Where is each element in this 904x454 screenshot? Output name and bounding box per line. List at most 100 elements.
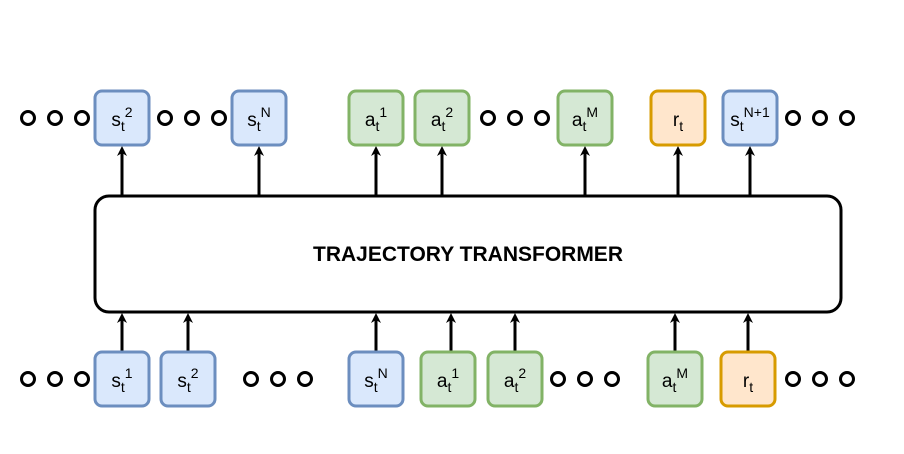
transformer-label: TRAJECTORY TRANSFORMER [313, 243, 623, 266]
token-base: s [111, 110, 121, 131]
ellipsis-dot [839, 371, 855, 387]
ellipsis-dot [785, 371, 801, 387]
top-token-box [556, 89, 614, 147]
ellipsis-dot [211, 110, 227, 126]
token-base: a [365, 110, 376, 131]
bottom-token-box [486, 350, 544, 408]
bottom-token-label: st1 [111, 365, 132, 395]
ellipsis-dot [550, 371, 566, 387]
token-superscript: N [261, 104, 271, 120]
ellipsis-dot [839, 110, 855, 126]
token-superscript: 1 [125, 365, 133, 381]
ellipsis-dot [47, 110, 63, 126]
ellipsis-dot [74, 110, 90, 126]
ellipsis-dot [534, 110, 550, 126]
bottom-token-label: at1 [437, 365, 459, 395]
top-token-box [347, 89, 405, 147]
ellipsis-dots [550, 371, 620, 387]
top-token-label: at2 [431, 104, 453, 134]
top-token-state: stN+1 [721, 89, 779, 147]
token-subscript: t [187, 379, 191, 395]
ellipsis-dot [785, 110, 801, 126]
top-token-label: atM [572, 104, 598, 134]
token-subscript: t [447, 379, 451, 395]
bottom-token-state: st2 [159, 350, 217, 408]
bottom-token-state: stN [347, 350, 405, 408]
ellipsis-dot [20, 371, 36, 387]
top-token-box [721, 89, 779, 147]
top-token-label: stN [247, 104, 271, 134]
ellipsis-dot [577, 371, 593, 387]
token-base: a [504, 371, 515, 392]
token-base: s [111, 371, 121, 392]
token-subscript: t [121, 379, 125, 395]
ellipsis-dot [480, 110, 496, 126]
token-superscript: 2 [125, 104, 133, 120]
token-subscript: t [679, 118, 683, 134]
top-token-action: at1 [347, 89, 405, 147]
transformer-block [93, 194, 843, 314]
bottom-token-action: atM [646, 350, 704, 408]
token-base: s [364, 371, 374, 392]
bottom-token-box [347, 350, 405, 408]
ellipsis-dot [20, 110, 36, 126]
token-subscript: t [749, 379, 753, 395]
ellipsis-dots [157, 110, 227, 126]
token-base: a [662, 371, 673, 392]
bottom-token-label: at2 [504, 365, 526, 395]
token-superscript: M [676, 365, 688, 381]
top-token-state: st2 [93, 89, 151, 147]
token-superscript: 1 [451, 365, 459, 381]
ellipsis-dots [785, 371, 855, 387]
token-base: r [743, 371, 750, 392]
ellipsis-dot [184, 110, 200, 126]
bottom-token-box [719, 350, 777, 408]
token-subscript: t [673, 379, 677, 395]
ellipsis-dots [480, 110, 550, 126]
token-superscript: 2 [518, 365, 526, 381]
token-superscript: 2 [191, 365, 199, 381]
bottom-token-action: at1 [419, 350, 477, 408]
ellipsis-dots [20, 371, 90, 387]
ellipsis-dots [243, 371, 313, 387]
token-subscript: t [583, 118, 587, 134]
top-token-box [649, 89, 707, 147]
token-superscript: 2 [445, 104, 453, 120]
token-base: a [431, 110, 442, 131]
bottom-token-box [159, 350, 217, 408]
bottom-token-label: stN [364, 365, 388, 395]
top-token-label: at1 [365, 104, 387, 134]
token-base: s [730, 110, 740, 131]
top-token-label: st2 [111, 104, 132, 134]
ellipsis-dot [507, 110, 523, 126]
ellipsis-dot [74, 371, 90, 387]
bottom-token-box [419, 350, 477, 408]
token-subscript: t [375, 118, 379, 134]
token-subscript: t [374, 379, 378, 395]
ellipsis-dot [270, 371, 286, 387]
top-token-reward: rt [649, 89, 707, 147]
token-base: r [673, 110, 680, 131]
ellipsis-dot [157, 110, 173, 126]
bottom-token-box [646, 350, 704, 408]
top-token-label: rt [673, 110, 683, 134]
token-superscript: N [378, 365, 388, 381]
top-token-box [93, 89, 151, 147]
ellipsis-dot [243, 371, 259, 387]
ellipsis-dots [20, 110, 90, 126]
bottom-token-reward: rt [719, 350, 777, 408]
ellipsis-dot [297, 371, 313, 387]
top-token-label: stN+1 [730, 104, 770, 134]
token-subscript: t [740, 118, 744, 134]
ellipsis-dot [604, 371, 620, 387]
token-subscript: t [441, 118, 445, 134]
token-subscript: t [514, 379, 518, 395]
ellipsis-dots [785, 110, 855, 126]
bottom-token-box [93, 350, 151, 408]
top-token-state: stN [230, 89, 288, 147]
top-token-box [413, 89, 471, 147]
token-superscript: 1 [379, 104, 387, 120]
top-token-action: at2 [413, 89, 471, 147]
bottom-token-action: at2 [486, 350, 544, 408]
